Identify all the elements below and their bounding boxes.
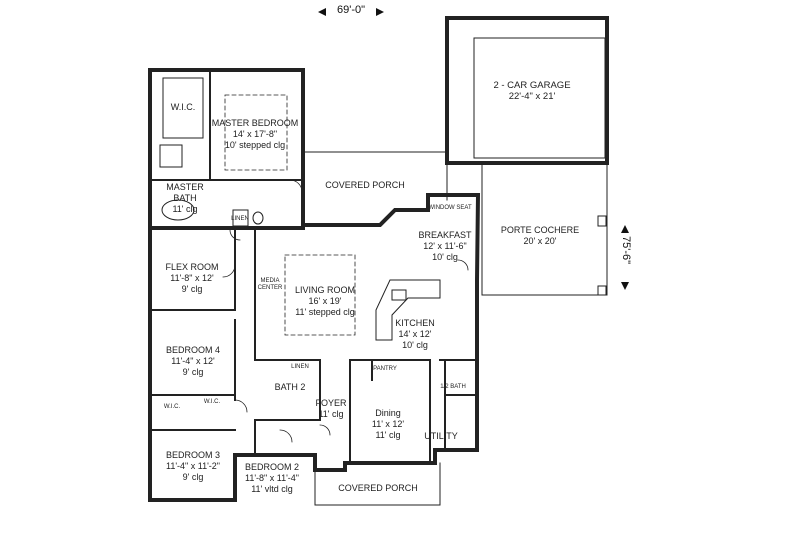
room-label-line: 9' clg xyxy=(181,284,203,294)
room-label-line: Dining xyxy=(375,408,401,418)
porte-cochere-outline xyxy=(481,162,608,296)
living-ceiling-outline xyxy=(284,254,356,336)
room-label-line: 11' x 12' xyxy=(371,419,405,429)
room-label-wic-master: W.I.C. xyxy=(171,102,196,113)
room-label-line: 11' clg xyxy=(375,430,401,440)
room-label-line: 10' clg xyxy=(402,340,428,350)
room-label-line: 16' x 19' xyxy=(308,296,342,306)
width-dimension: 69'-0" xyxy=(337,4,366,16)
width-arrow-right-icon xyxy=(376,8,384,16)
depth-arrow-up-icon xyxy=(621,225,629,233)
room-label-line: UTILITY xyxy=(424,431,458,441)
room-label-line: KITCHEN xyxy=(395,318,435,328)
room-label-line: W.I.C. xyxy=(170,102,196,112)
room-label-wic-1: W.I.C. xyxy=(164,404,180,411)
room-label-line: COVERED PORCH xyxy=(338,483,418,493)
room-label-line: FLEX ROOM xyxy=(165,262,219,272)
room-label-line: 11' clg xyxy=(172,204,198,214)
room-label-line: BATH xyxy=(173,193,197,203)
room-label-line: 2 - CAR GARAGE xyxy=(493,80,571,91)
room-label-line: COVERED PORCH xyxy=(325,180,405,190)
room-label-line: W.I.C. xyxy=(163,404,181,410)
room-label-line: BEDROOM 4 xyxy=(165,345,221,355)
room-label-half-bath: 1/2 BATH xyxy=(440,384,466,391)
room-label-line: MASTER xyxy=(166,182,204,192)
kitchen-island xyxy=(375,279,441,341)
room-label-line: BEDROOM 3 xyxy=(165,450,220,460)
room-label-line: CENTER xyxy=(257,285,283,291)
room-label-line: 10' clg xyxy=(432,252,458,262)
room-label-bath-2: BATH 2 xyxy=(275,382,306,393)
room-label-wic-2: W.I.C. xyxy=(204,399,220,406)
room-label-line: 11' vltd clg xyxy=(251,484,293,494)
depth-dimension: 75'-6" xyxy=(620,236,632,265)
room-label-line: 14' x 17'-8" xyxy=(232,129,278,139)
room-label-line: PANTRY xyxy=(373,366,397,372)
room-label-line: W.I.C. xyxy=(203,399,221,405)
room-label-line: 11'-4" x 12' xyxy=(171,356,215,366)
room-label-line: LINEN xyxy=(291,364,309,370)
width-arrow-left-icon xyxy=(318,8,326,16)
room-label-line: WINDOW SEAT xyxy=(428,205,472,211)
room-label-line: 14' x 12' xyxy=(398,329,432,339)
room-label-utility: UTILITY xyxy=(424,431,458,442)
room-label-covered-porch-front: COVERED PORCH xyxy=(338,483,418,494)
room-label-line: MEDIA xyxy=(260,278,280,284)
room-label-line: MASTER BEDROOM xyxy=(211,118,299,128)
room-label-line: PORTE COCHERE xyxy=(500,225,580,235)
room-label-line: 10' stepped clg xyxy=(224,140,286,150)
room-label-line: 11' stepped clg xyxy=(295,307,355,317)
room-label-line: 1/2 BATH xyxy=(440,384,466,390)
room-label-line: LINEN xyxy=(231,216,249,222)
room-label-line: 9' clg xyxy=(182,472,204,482)
room-label-pantry: PANTRY xyxy=(373,366,397,373)
garage-walls xyxy=(445,16,609,165)
room-label-line: 11' clg xyxy=(318,409,344,419)
room-label-line: BEDROOM 2 xyxy=(244,462,299,472)
room-label-line: 22'-4" x 21' xyxy=(508,91,556,102)
room-label-line: 12' x 11'-6" xyxy=(423,241,467,251)
room-label-window-seat: WINDOW SEAT xyxy=(428,205,471,212)
room-label-line: FOYER xyxy=(315,398,347,408)
master-suite-walls xyxy=(148,68,305,230)
room-label-line: 20' x 20' xyxy=(523,236,557,246)
room-label-line: 11'-8" x 12' xyxy=(170,273,214,283)
door-swings xyxy=(222,179,469,443)
room-label-line: 11'-4" x 11'-2" xyxy=(165,461,221,471)
room-label-linen-master: LINEN xyxy=(231,216,249,223)
front-porch-outline xyxy=(314,462,441,506)
room-label-line: LIVING ROOM xyxy=(294,285,356,295)
room-label-linen-hall: LINEN xyxy=(291,364,309,371)
interior-walls xyxy=(149,227,478,501)
rear-porch-outline xyxy=(302,151,448,229)
room-label-line: BREAKFAST xyxy=(418,230,472,240)
depth-arrow-down-icon xyxy=(621,282,629,290)
room-label-covered-porch-rear: COVERED PORCH xyxy=(325,180,405,191)
room-label-line: 9' clg xyxy=(182,367,204,377)
room-label-line: BATH 2 xyxy=(274,382,306,392)
room-label-line: 11'-8" x 11'-4" xyxy=(244,473,300,483)
